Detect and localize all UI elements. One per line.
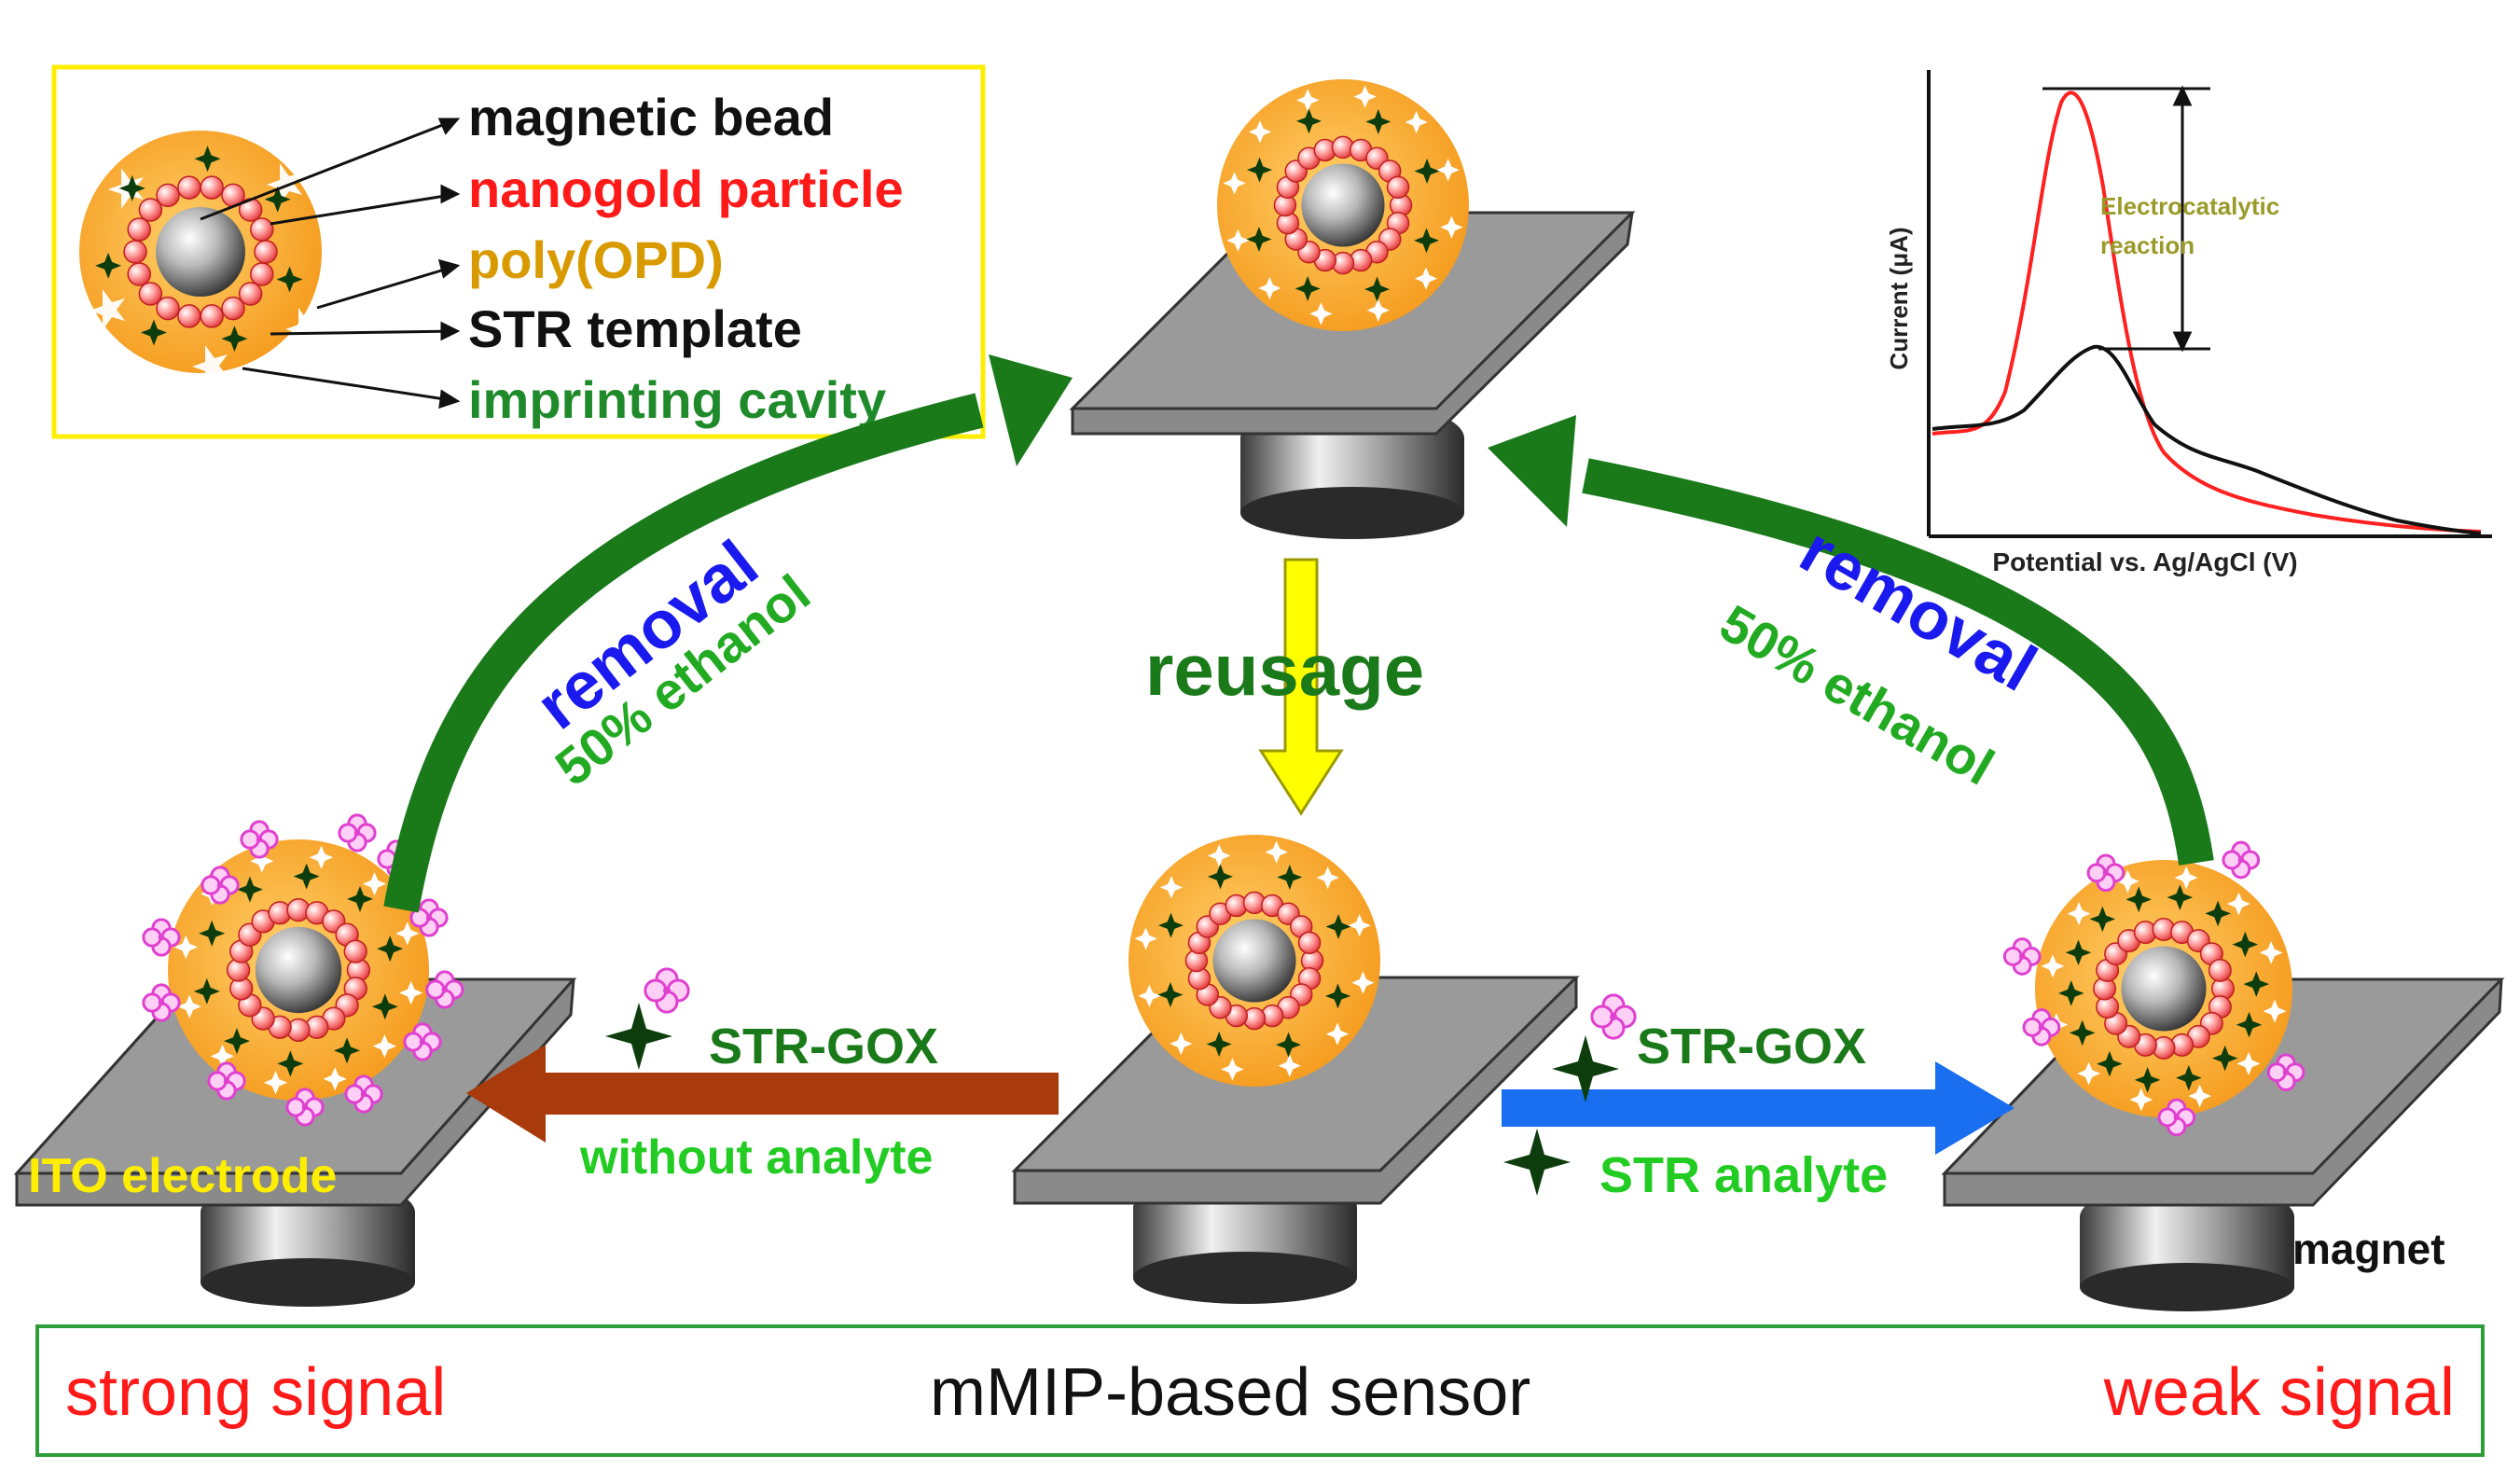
gox-flower-icon bbox=[207, 1061, 246, 1101]
mmip-particle bbox=[1128, 835, 1380, 1087]
gox-flower-icon bbox=[425, 970, 464, 1009]
gox-flower-icon bbox=[1590, 993, 1637, 1040]
gox-flower-icons bbox=[644, 967, 1637, 1040]
inset-annotation-line1: Electrocatalytic bbox=[2100, 192, 2279, 220]
footer-weak-signal: weak signal bbox=[2103, 1355, 2455, 1430]
gox-flower-icon bbox=[285, 1088, 325, 1127]
without-analyte-arrow bbox=[466, 1045, 1059, 1143]
inset-curve-red bbox=[1932, 90, 2482, 534]
inset-voltammogram: Electrocatalytic reaction Current (μA) P… bbox=[1885, 70, 2492, 576]
str-star-icon-left bbox=[605, 1003, 672, 1070]
gox-flower-icon bbox=[344, 1074, 383, 1114]
inset-y-label: Current (μA) bbox=[1885, 227, 1913, 369]
gox-flower-icon bbox=[644, 967, 690, 1014]
legend-label-imprinting-cavity: imprinting cavity bbox=[468, 370, 886, 429]
gox-flower-icon bbox=[142, 983, 181, 1022]
legend-label-str-template: STR template bbox=[468, 299, 802, 358]
magnet-label: magnet bbox=[2292, 1225, 2445, 1273]
mmip-particle bbox=[2002, 840, 2305, 1137]
str-star-icons bbox=[605, 1003, 1619, 1196]
str-gox-left-label: STR-GOX bbox=[709, 1019, 938, 1074]
gox-flower-icon bbox=[403, 1022, 442, 1061]
legend-label-poly-opd: poly(OPD) bbox=[468, 230, 724, 289]
str-analyte-label: STR analyte bbox=[1599, 1147, 1888, 1203]
removal-arrow-right bbox=[1488, 415, 2214, 866]
gox-flower-icon bbox=[2002, 937, 2042, 976]
with-analyte-arrow bbox=[1502, 1061, 2015, 1155]
gox-flower-icon bbox=[2022, 1008, 2061, 1046]
footer-strong-signal: strong signal bbox=[65, 1355, 447, 1430]
inset-curve-black bbox=[1932, 344, 2482, 535]
particles bbox=[142, 79, 2305, 1137]
gox-flower-icon bbox=[2266, 1053, 2305, 1092]
str-star-icon-right-bottom bbox=[1503, 1129, 1571, 1196]
str-star-icon-right-top bbox=[1552, 1035, 1619, 1102]
inset-x-label: Potential vs. Ag/AgCl (V) bbox=[1992, 547, 2297, 576]
inset-annotation-bracket bbox=[2042, 85, 2210, 353]
mmip-particle bbox=[1217, 79, 1469, 331]
reusage-label: reusage bbox=[1145, 629, 1424, 711]
legend-pointers bbox=[200, 118, 461, 409]
without-analyte-label: without analyte bbox=[579, 1130, 933, 1185]
gox-flower-icon bbox=[2222, 840, 2261, 880]
mmip-particle bbox=[142, 813, 464, 1127]
removal-arrow-left bbox=[383, 354, 1073, 913]
footer-box: strong signal mMIP-based sensor weak sig… bbox=[35, 1324, 2485, 1457]
legend-box: magnetic bead nanogold particle poly(OPD… bbox=[51, 64, 986, 439]
footer-sensor-title: mMIP-based sensor bbox=[930, 1355, 1531, 1430]
legend-label-magnetic-bead: magnetic bead bbox=[468, 88, 834, 146]
reusage-arrow bbox=[1258, 558, 1344, 816]
legend-particle-icon bbox=[79, 131, 322, 386]
gox-flower-icon bbox=[142, 918, 181, 957]
gox-flower-icon bbox=[338, 813, 377, 852]
gox-flower-icon bbox=[2086, 853, 2125, 893]
gox-flower-icon bbox=[240, 820, 279, 859]
gox-flower-icon bbox=[2157, 1098, 2196, 1137]
inset-annotation-line2: reaction bbox=[2100, 231, 2195, 259]
gox-flower-icon bbox=[201, 866, 240, 905]
legend-label-nanogold-particle: nanogold particle bbox=[468, 159, 904, 218]
gox-flower-icon bbox=[409, 898, 449, 937]
ito-electrode-label: ITO electrode bbox=[28, 1149, 337, 1203]
str-gox-right-label: STR-GOX bbox=[1637, 1019, 1866, 1074]
